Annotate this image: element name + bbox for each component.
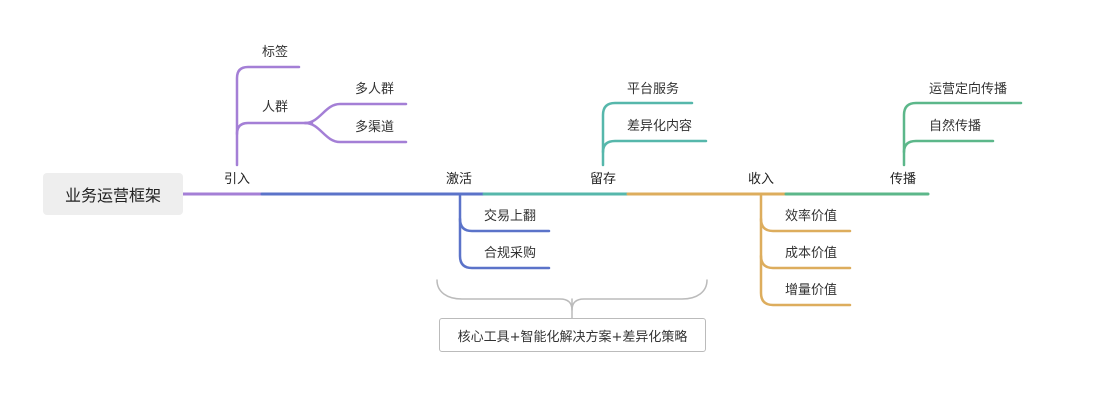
connector-chayi — [601, 139, 708, 154]
root-label: 业务运营框架 — [64, 186, 161, 205]
summary-label: 核心工具+智能化解决方案+差异化策略 — [457, 329, 688, 345]
node-hegui[interactable]: 合规采购 — [484, 246, 537, 261]
branch-label-jihuo[interactable]: 激活 — [446, 172, 473, 187]
node-ziran[interactable]: 自然传播 — [929, 119, 982, 134]
node-chayi[interactable]: 差异化内容 — [627, 119, 693, 134]
connector-ziran — [902, 139, 995, 154]
connector-yinru-trunk — [235, 65, 301, 167]
connector-jiaoyi — [458, 217, 551, 233]
node-xiaolv[interactable]: 效率价值 — [785, 209, 838, 224]
node-yunying[interactable]: 运营定向传播 — [929, 82, 1008, 97]
connector-xiaolv — [759, 217, 852, 233]
connector-duoqudao — [303, 121, 408, 144]
branch-label-shouru[interactable]: 收入 — [748, 172, 775, 187]
node-biaoqian[interactable]: 标签 — [262, 45, 289, 60]
summary-node[interactable]: 核心工具+智能化解决方案+差异化策略 — [439, 318, 706, 352]
node-duorenqun[interactable]: 多人群 — [355, 82, 395, 97]
connector-chengben — [759, 254, 852, 270]
root-node[interactable]: 业务运营框架 — [43, 173, 183, 215]
connector-renqun — [235, 121, 314, 136]
node-pingtai[interactable]: 平台服务 — [627, 82, 680, 97]
node-chengben[interactable]: 成本价值 — [785, 246, 838, 261]
connector-jihuo-trunk — [458, 194, 551, 270]
branch-label-chuanbo[interactable]: 传播 — [890, 172, 917, 187]
branch-label-yinru[interactable]: 引入 — [224, 172, 251, 187]
node-jiaoyi[interactable]: 交易上翻 — [484, 209, 537, 224]
node-duoqudao[interactable]: 多渠道 — [355, 120, 395, 135]
node-renqun[interactable]: 人群 — [262, 100, 289, 115]
node-zengliang[interactable]: 增量价值 — [785, 283, 838, 298]
branch-label-liucun[interactable]: 留存 — [590, 172, 617, 187]
connector-chuanbo-trunk — [902, 101, 1023, 167]
connector-liucun-trunk — [601, 101, 694, 167]
connector-shouru-trunk — [759, 194, 852, 307]
